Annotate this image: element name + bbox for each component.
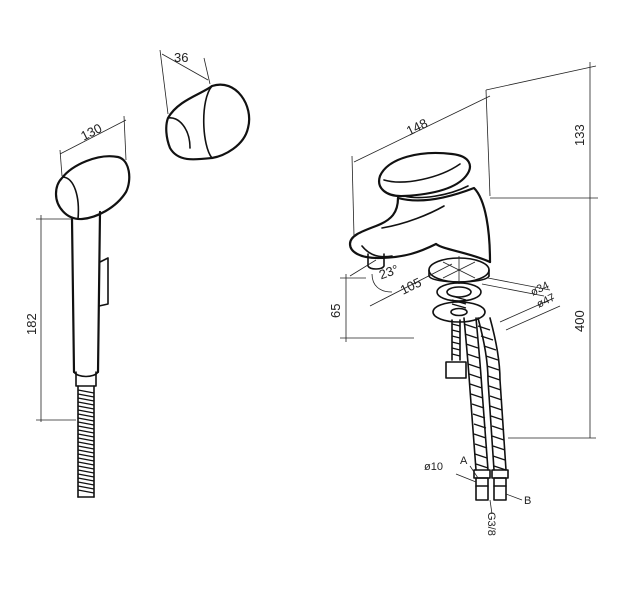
- dimension-133: 133: [485, 62, 598, 199]
- dimension-400: 400: [508, 198, 596, 439]
- dimension-182-label: 182: [24, 313, 39, 335]
- dimension-23-degrees: 23°: [349, 259, 401, 293]
- connection-b-label: B: [524, 495, 531, 507]
- mounting-stud: [432, 282, 486, 323]
- dimension-65: 65: [328, 274, 414, 342]
- dimension-130: 130: [59, 115, 127, 177]
- dimension-65-label: 65: [328, 304, 343, 318]
- basin-faucet: 148 133 400 23° 105: [328, 62, 598, 536]
- dimension-36: 36: [159, 49, 211, 115]
- connection-labels: ø10 A B G3/8: [424, 455, 531, 536]
- dimension-400-label: 400: [572, 310, 587, 332]
- dimension-diameters: ø34 ø47: [481, 277, 561, 331]
- supply-hoses: [445, 317, 509, 501]
- dimension-182: 182: [24, 215, 76, 422]
- hose-diameter-label: ø10: [424, 461, 443, 473]
- hand-shower: 130 182: [24, 115, 131, 498]
- dimension-148-label: 148: [404, 115, 430, 138]
- dimension-36-label: 36: [174, 50, 188, 65]
- dimension-105-label: 105: [398, 275, 424, 298]
- dimension-130-label: 130: [78, 120, 104, 143]
- dimension-133-label: 133: [572, 124, 587, 146]
- shower-holder: 36: [159, 49, 251, 161]
- dimension-23-degrees-label: 23°: [377, 262, 401, 283]
- thread-size-label: G3/8: [485, 512, 497, 536]
- connection-a-label: A: [460, 455, 468, 467]
- hand-shower-hose: [77, 385, 95, 498]
